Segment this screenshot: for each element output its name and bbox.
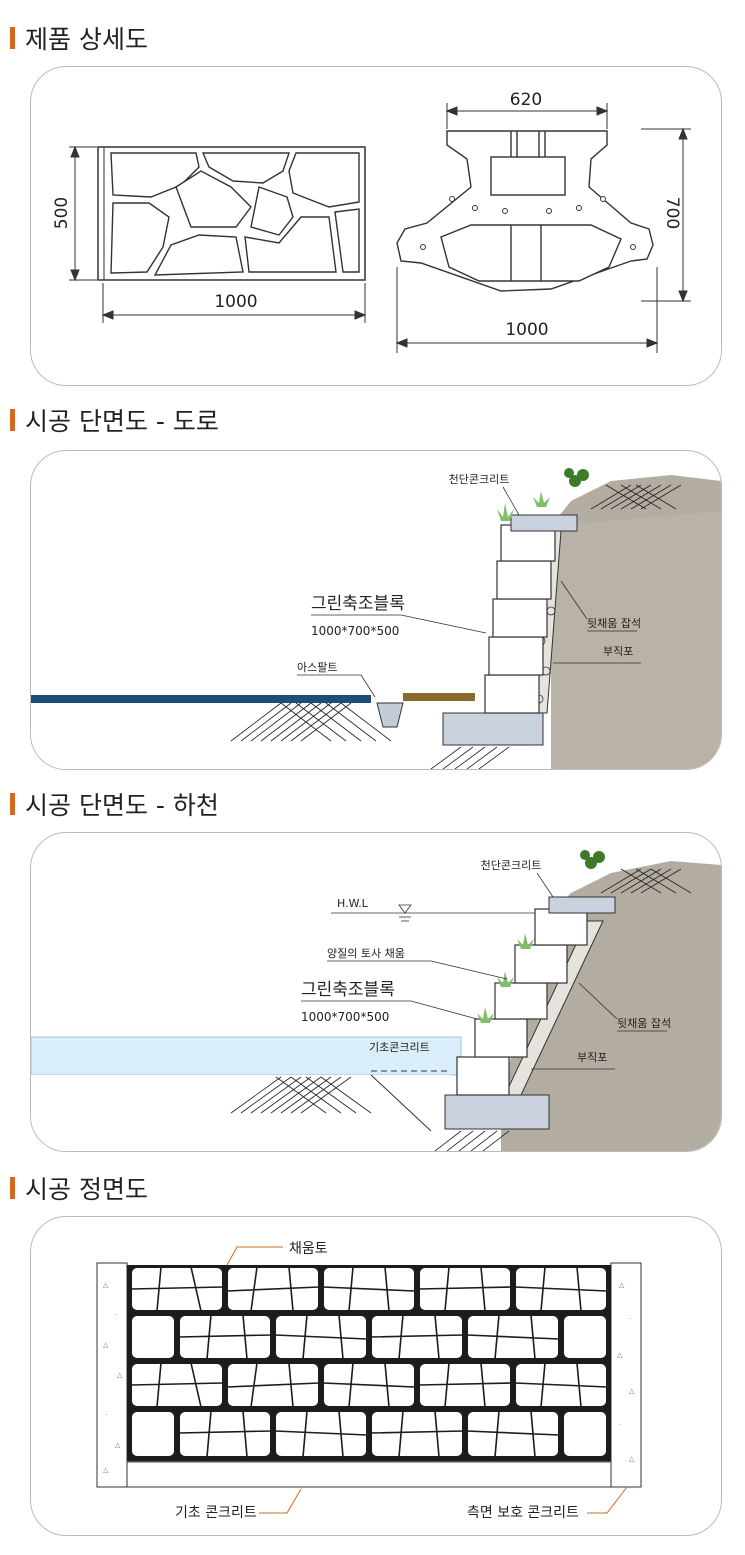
section-title-front: 시공 정면도 xyxy=(10,1170,148,1206)
water-level-icon xyxy=(398,904,412,914)
hatch-top xyxy=(590,484,682,510)
geotextile-label: 부직포 xyxy=(603,645,633,658)
dimension-top-width xyxy=(445,103,609,129)
block-name-label: 그린축조블록 xyxy=(301,980,395,1000)
svg-text:△: △ xyxy=(629,1387,635,1395)
soil-fill-label: 양질의 토사 채움 xyxy=(327,947,405,960)
dimension-front-width xyxy=(101,283,367,323)
svg-text:△: △ xyxy=(629,1455,635,1463)
block-side-view xyxy=(396,130,654,292)
asphalt-label: 아스팔트 xyxy=(297,661,337,674)
block-rows xyxy=(127,1265,611,1461)
dimension-front-height xyxy=(69,145,97,282)
river-panel: 천단콘크리트 H.W.L 양질의 토사 채움 그린축조블록 1000*700*5… xyxy=(30,832,722,1152)
svg-text:△: △ xyxy=(619,1281,625,1289)
top-concrete-label: 천단콘크리트 xyxy=(481,858,542,872)
svg-text:△: △ xyxy=(103,1466,109,1474)
title-marker xyxy=(10,27,15,49)
dimension-side-width xyxy=(395,267,659,353)
svg-text:△: △ xyxy=(103,1341,109,1349)
side-height-label: 700 xyxy=(662,197,682,229)
svg-text:△: △ xyxy=(117,1371,123,1379)
svg-text:·: · xyxy=(115,1311,117,1319)
section-title-river: 시공 단면도 - 하천 xyxy=(10,786,219,822)
side-width-label: 1000 xyxy=(505,320,548,340)
title-marker xyxy=(10,409,15,431)
backfill-label: 뒷채움 잡석 xyxy=(587,617,641,630)
section-title-text: 시공 단면도 - 도로 xyxy=(25,407,219,436)
foundation-concrete xyxy=(442,712,544,746)
section-title-road: 시공 단면도 - 도로 xyxy=(10,402,219,438)
water-area xyxy=(31,1036,462,1076)
block-size-label: 1000*700*500 xyxy=(301,1010,389,1024)
side-concrete-left xyxy=(96,1262,128,1488)
detail-panel: 500 1000 xyxy=(30,66,722,386)
title-marker xyxy=(10,1177,15,1199)
svg-text:△: △ xyxy=(617,1351,623,1359)
section-title-text: 제품 상세도 xyxy=(25,25,148,54)
backfill-label: 뒷채움 잡석 xyxy=(617,1017,671,1030)
section-title-detail: 제품 상세도 xyxy=(10,20,148,56)
front-height-label: 500 xyxy=(52,197,72,229)
hwl-label: H.W.L xyxy=(337,897,369,910)
side-concrete-right xyxy=(610,1262,642,1488)
title-marker xyxy=(10,793,15,815)
detail-drawing: 500 1000 xyxy=(52,90,691,353)
top-width-label: 620 xyxy=(510,90,542,110)
fill-soil-label: 채움토 xyxy=(289,1241,328,1257)
road-panel: 천단콘크리트 그린축조블록 1000*700*500 아스팔트 뒷채움 잡석 부… xyxy=(30,450,722,770)
front-panel: △ · △ △ · △ △ △ · △ △ · △ xyxy=(30,1216,722,1536)
foundation-concrete xyxy=(444,1094,550,1130)
block-stack xyxy=(484,524,556,714)
base-concrete xyxy=(126,1460,612,1488)
soil-strip xyxy=(403,693,475,701)
svg-text:△: △ xyxy=(103,1281,109,1289)
svg-text:·: · xyxy=(629,1315,631,1323)
road-section-drawing: 천단콘크리트 그린축조블록 1000*700*500 아스팔트 뒷채움 잡석 부… xyxy=(31,468,721,769)
side-concrete-label: 측면 보호 콘크리트 xyxy=(467,1505,579,1521)
svg-text:·: · xyxy=(105,1411,107,1419)
front-elevation-drawing: △ · △ △ · △ △ △ · △ △ · △ xyxy=(96,1241,642,1521)
svg-text:·: · xyxy=(619,1421,621,1429)
section-title-text: 시공 단면도 - 하천 xyxy=(25,791,219,820)
plant-icon xyxy=(497,468,589,521)
hatch-top xyxy=(600,868,692,894)
top-concrete-label: 천단콘크리트 xyxy=(449,472,510,486)
block-size-label: 1000*700*500 xyxy=(311,624,399,638)
front-width-label: 1000 xyxy=(214,292,257,312)
bolt-holes xyxy=(420,196,636,250)
block-stack xyxy=(456,908,588,1096)
side-ditch xyxy=(376,702,404,728)
block-name-label: 그린축조블록 xyxy=(311,594,405,614)
svg-text:△: △ xyxy=(115,1441,121,1449)
hatch-ground xyxy=(230,1076,510,1151)
base-concrete-label: 기초 콘크리트 xyxy=(175,1505,257,1521)
base-concrete-label: 기초콘크리트 xyxy=(369,1041,430,1054)
block-front-view xyxy=(97,146,366,281)
concrete-speckles: △ · △ △ · △ △ △ · △ △ · △ xyxy=(103,1281,635,1474)
hatch-ground xyxy=(230,702,510,769)
asphalt-road xyxy=(31,695,371,703)
top-concrete xyxy=(548,896,616,914)
geotextile-label: 부직포 xyxy=(577,1051,607,1064)
dimension-side-height xyxy=(641,127,691,303)
top-concrete xyxy=(510,514,578,532)
section-title-text: 시공 정면도 xyxy=(25,1175,148,1204)
river-section-drawing: 천단콘크리트 H.W.L 양질의 토사 채움 그린축조블록 1000*700*5… xyxy=(31,850,721,1151)
